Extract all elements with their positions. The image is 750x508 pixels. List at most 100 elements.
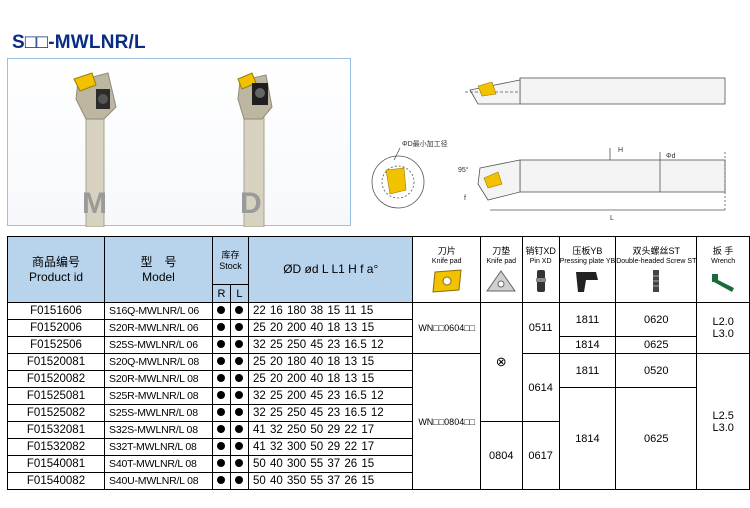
stock-dot (217, 425, 226, 433)
table-row: F0152506 S25S-MWLNR/L 06 32 25 250 45 23… (6, 336, 750, 354)
model: S25S-MWLNR/L 08 (104, 404, 213, 422)
stock-l (229, 370, 250, 388)
stock-r (211, 387, 231, 405)
clamp-d: 1814 (558, 387, 617, 490)
product-photo-panel: M D (7, 58, 351, 228)
screw-icon (653, 269, 660, 292)
product-id: F0151606 (6, 302, 106, 320)
dims: 50 40 350 55 37 26 15 (247, 472, 414, 490)
stock-l (229, 353, 250, 371)
clamp-b: 1814 (558, 336, 617, 354)
drawing-note: ΦD最小加工径 (402, 139, 448, 148)
header-insert: 刀片 Knife pad (412, 236, 481, 303)
product-id: F01520082 (6, 370, 106, 388)
clamp-icon (576, 271, 599, 292)
insert-icon (432, 268, 462, 293)
product-id: F01540082 (6, 472, 106, 490)
dims: 25 20 200 40 18 13 15 (247, 319, 414, 337)
stock-l (229, 387, 250, 405)
stock-dot (217, 442, 226, 450)
table-row: F0152006 S20R-MWLNR/L 06 25 20 200 40 18… (6, 319, 750, 337)
product-id: F01525082 (6, 404, 106, 422)
product-id: F0152006 (6, 319, 106, 337)
stock-dot (217, 340, 226, 348)
product-id: F01532082 (6, 438, 106, 456)
table-row: F01540081 S40T-MWLNR/L 08 50 40 300 55 3… (6, 455, 750, 473)
stock-dot (217, 408, 226, 416)
stock-dot (217, 374, 226, 382)
drawing-dim-l: L (610, 215, 614, 222)
technical-drawing: ΦD最小加工径 H Φd f 95° L (371, 77, 726, 222)
dims: 32 25 250 45 23 16.5 12 (247, 404, 414, 422)
spec-table: 商品编号 Product id 型 号 Model 库存 Stock ØD ød… (6, 236, 750, 490)
clamp-a: 1811 (558, 302, 617, 337)
drawing-dim-h: H (618, 147, 623, 154)
drawing-dim-f: f (464, 195, 466, 202)
stock-dot (235, 442, 244, 450)
dims: 50 40 300 55 37 26 15 (247, 455, 414, 473)
shim-icon (486, 269, 517, 291)
table-row: F01532081 S32S-MWLNR/L 08 41 32 250 50 2… (6, 421, 750, 490)
stock-l (229, 455, 250, 473)
table-row: F01520082 S20R-MWLNR/L 08 25 20 200 40 1… (6, 370, 750, 388)
stock-dot (235, 391, 244, 399)
stock-dot (235, 459, 244, 467)
model: S25R-MWLNR/L 08 (104, 387, 213, 405)
insert-08: WN□□0804□□ (412, 353, 481, 490)
pin-08a: 0614 (521, 353, 560, 422)
stock-r (211, 370, 231, 388)
screw-d: 0625 (615, 387, 698, 490)
pin-06: 0511 (521, 302, 560, 354)
product-id: F0152506 (6, 336, 106, 354)
dims: 32 25 200 45 23 16.5 12 (247, 387, 414, 405)
model: S20R-MWLNR/L 06 (104, 319, 213, 337)
header-product: 商品编号 Product id (6, 236, 106, 303)
header-shim: 刀垫 Knife pad (479, 236, 523, 303)
dims: 41 32 300 50 29 22 17 (247, 438, 414, 456)
shim-08: 0804 (479, 421, 523, 490)
product-id: F01532081 (6, 421, 106, 439)
table-row: F01520081 S20Q-MWLNR/L 08 25 20 180 40 1… (6, 353, 750, 490)
stock-l (229, 472, 250, 490)
stock-dot (217, 357, 226, 365)
stock-dot (217, 459, 226, 467)
product-id: F01525081 (6, 387, 106, 405)
photo-label-m: M (82, 187, 107, 220)
shim-none: ⊗ (479, 302, 523, 422)
drawing-dim-d: Φd (666, 153, 676, 160)
model: S40U-MWLNR/L 08 (104, 472, 213, 490)
stock-r (211, 455, 231, 473)
product-id: F01520081 (6, 353, 106, 371)
stock-dot (235, 357, 244, 365)
page-title: S□□-MWLNR/L (12, 32, 146, 53)
stock-dot (235, 408, 244, 416)
header-row-1: 商品编号 Product id 型 号 Model 库存 Stock ØD ød… (6, 236, 750, 303)
table-row: F01525082 S25S-MWLNR/L 08 32 25 250 45 2… (6, 404, 750, 422)
stock-dot (235, 323, 244, 331)
product-id: F01540081 (6, 455, 106, 473)
dims: 25 20 200 40 18 13 15 (247, 370, 414, 388)
table-row: F0151606 S16Q-MWLNR/L 06 22 16 180 38 15… (6, 302, 750, 422)
clamp-c: 1811 (558, 353, 617, 388)
stock-r (211, 336, 231, 354)
stock-l (229, 421, 250, 439)
stock-dot (217, 391, 226, 399)
stock-l (229, 438, 250, 456)
stock-dot (235, 340, 244, 348)
model: S32S-MWLNR/L 08 (104, 421, 213, 439)
screw-c: 0520 (615, 353, 698, 388)
header-dims: ØD ød L L1 H f a° (247, 236, 414, 303)
stock-dot (235, 306, 244, 314)
pin-icon (535, 269, 546, 292)
header-model: 型 号 Model (104, 236, 213, 303)
header-pin: 销钉XD Pin XD (521, 236, 560, 303)
dims: 41 32 250 50 29 22 17 (247, 421, 414, 439)
stock-r (211, 438, 231, 456)
dims: 25 20 180 40 18 13 15 (247, 353, 414, 371)
screw-a: 0620 (615, 302, 698, 337)
header-stock-l: L (229, 284, 250, 303)
model: S20Q-MWLNR/L 08 (104, 353, 213, 371)
stock-dot (235, 425, 244, 433)
